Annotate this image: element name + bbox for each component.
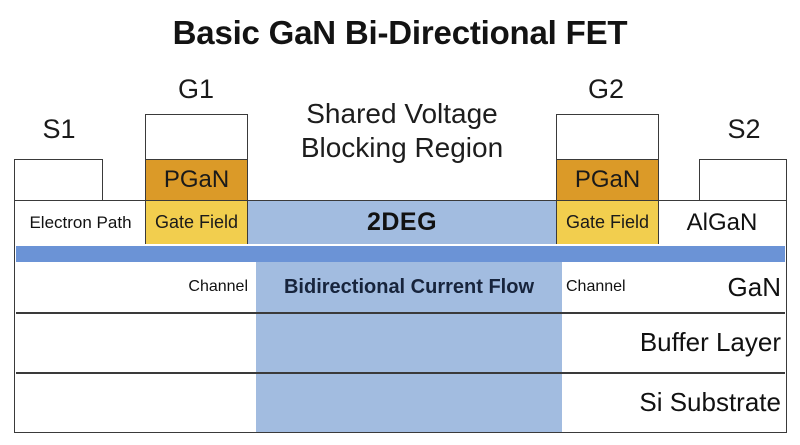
divider-buffer-substrate (16, 372, 785, 374)
gate-field-left[interactable]: Gate Field (145, 201, 248, 244)
algan-interface-band (16, 246, 785, 262)
algan-label: AlGaN (686, 208, 758, 236)
gate-field-label-left: Gate Field (154, 212, 239, 232)
shared-voltage-blocking-region-text: Shared Voltage Blocking Region (266, 97, 538, 165)
terminal-label-g1: G1 (177, 73, 215, 104)
shared-region-line-1: Shared Voltage (306, 98, 498, 129)
channel-label-right: Channel (566, 278, 626, 295)
two-deg-region: 2DEG (248, 201, 556, 244)
electrode-s2[interactable] (699, 159, 787, 201)
terminal-label-g2: G2 (587, 73, 625, 104)
electron-path-label: Electron Path (29, 212, 132, 232)
terminal-label-s1: S1 (42, 113, 76, 144)
pgan-block-right[interactable]: PGaN (556, 159, 659, 201)
pgan-block-left[interactable]: PGaN (145, 159, 248, 201)
buffer-layer-label: Buffer Layer (639, 326, 781, 357)
gan-layer-label: GaN (727, 271, 781, 302)
electrode-g1[interactable] (145, 114, 248, 160)
pgan-label-right: PGaN (574, 166, 641, 193)
electrode-s1[interactable] (14, 159, 103, 201)
electrode-g2[interactable] (556, 114, 659, 160)
shared-region-line-2: Blocking Region (300, 132, 504, 163)
bidirectional-current-flow-label: Bidirectional Current Flow (283, 275, 535, 298)
terminal-label-s2: S2 (727, 113, 761, 144)
pgan-label-left: PGaN (163, 166, 230, 193)
two-deg-label: 2DEG (366, 208, 438, 236)
page-title: Basic GaN Bi-Directional FET (172, 14, 628, 51)
bidirectional-current-column (256, 262, 562, 432)
si-substrate-label: Si Substrate (639, 387, 781, 417)
channel-label-left: Channel (188, 278, 248, 295)
divider-gan-buffer (16, 312, 785, 314)
gate-field-label-right: Gate Field (565, 212, 650, 232)
gate-field-right[interactable]: Gate Field (556, 201, 659, 244)
